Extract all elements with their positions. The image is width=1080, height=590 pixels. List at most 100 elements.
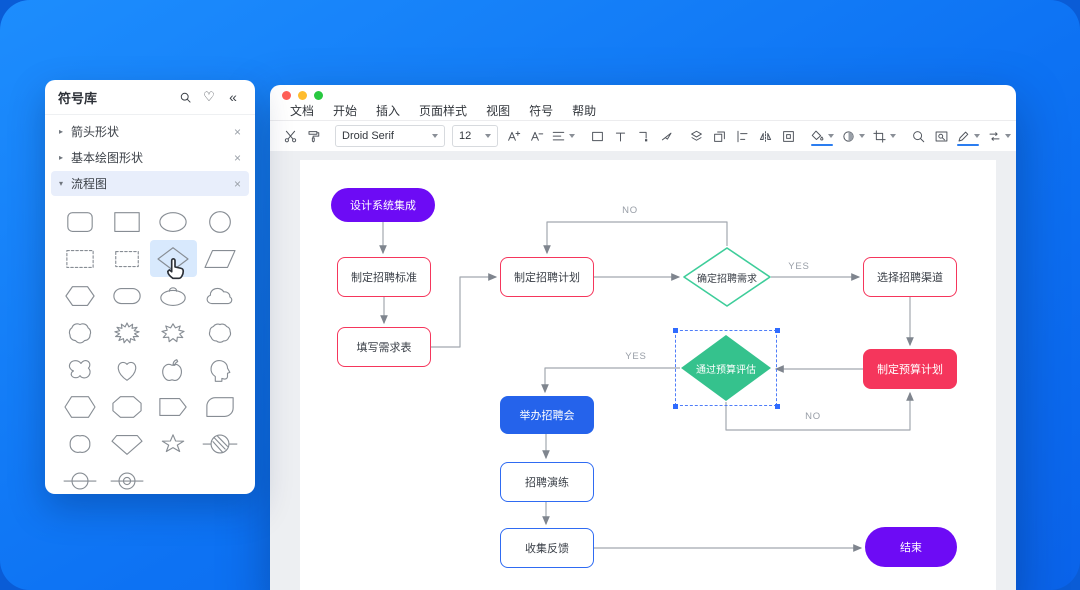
chevron-down-icon <box>1005 134 1011 138</box>
collapse-panel-icon[interactable]: « <box>229 89 237 105</box>
cut-icon[interactable] <box>282 125 298 147</box>
frame-icon[interactable] <box>780 125 796 147</box>
zoom-icon[interactable] <box>910 125 926 147</box>
crop-icon[interactable] <box>872 125 896 147</box>
font-size-select[interactable]: 12 <box>452 125 498 147</box>
menu-item-5[interactable]: 视图 <box>486 104 511 118</box>
chevron-right-icon: ▸ <box>59 153 64 162</box>
menu-item-7[interactable]: 帮助 <box>572 104 597 118</box>
close-icon[interactable]: × <box>233 176 241 191</box>
flow-node-drill[interactable]: 招聘演练 <box>500 462 594 502</box>
shape-rectangle[interactable] <box>104 203 151 240</box>
node-label: 确定招聘需求 <box>697 273 757 285</box>
fill-color-icon[interactable] <box>810 125 834 147</box>
favorite-icon[interactable]: ♡ <box>203 89 215 104</box>
shape-gem[interactable] <box>104 425 151 462</box>
shape-scalloped-circle[interactable] <box>197 314 244 351</box>
shape-starburst-16[interactable] <box>104 314 151 351</box>
format-painter-icon[interactable] <box>305 125 321 147</box>
pointer-tool-icon[interactable] <box>658 125 674 147</box>
resize-handle-sw[interactable] <box>673 404 678 409</box>
flow-node-fair[interactable]: 举办招聘会 <box>500 396 594 434</box>
shape-ellipse[interactable] <box>150 203 197 240</box>
font-increase-icon[interactable] <box>505 125 521 147</box>
flow-node-form[interactable]: 填写需求表 <box>337 327 431 367</box>
shape-rounded-rectangle[interactable] <box>57 203 104 240</box>
shape-starburst-8[interactable] <box>150 314 197 351</box>
shape-hexagon-2[interactable] <box>57 388 104 425</box>
edge-label: NO <box>622 205 638 216</box>
node-label: 制定预算计划 <box>877 364 943 376</box>
flow-edge[interactable] <box>431 273 498 348</box>
shape-dashed-rectangle-small[interactable] <box>104 240 151 277</box>
connector-style-icon[interactable] <box>987 125 1011 147</box>
node-label: 结束 <box>900 542 922 554</box>
shape-dashed-rectangle[interactable] <box>57 240 104 277</box>
shape-pentagon-arrow[interactable] <box>150 388 197 425</box>
shape-ginkgo-leaf[interactable] <box>57 351 104 388</box>
connector-tool-icon[interactable] <box>635 125 651 147</box>
flow-node-start[interactable]: 设计系统集成 <box>331 188 435 222</box>
search-icon[interactable] <box>176 88 194 106</box>
node-label: 举办招聘会 <box>519 410 575 422</box>
minimize-button[interactable] <box>298 91 307 100</box>
text-align-icon[interactable] <box>551 125 575 147</box>
shape-rounded-corner-rect[interactable] <box>197 388 244 425</box>
menu-item-1[interactable]: 文档 <box>290 104 315 118</box>
shape-star[interactable] <box>150 425 197 462</box>
shape-circle[interactable] <box>197 203 244 240</box>
menu-item-2[interactable]: 开始 <box>333 104 358 118</box>
flow-edge[interactable] <box>541 367 680 394</box>
menu-item-4[interactable]: 页面样式 <box>419 104 468 118</box>
shape-heart[interactable] <box>104 351 151 388</box>
flow-node-budget[interactable]: 制定预算计划 <box>863 349 957 389</box>
flip-icon[interactable] <box>757 125 773 147</box>
close-icon[interactable]: × <box>233 150 241 165</box>
layers-icon[interactable] <box>688 125 704 147</box>
shape-hexagon[interactable] <box>57 277 104 314</box>
zoom-button[interactable] <box>314 91 323 100</box>
shape-circle-connector[interactable] <box>57 462 104 499</box>
flow-node-standard[interactable]: 制定招聘标准 <box>337 257 431 297</box>
menu-item-6[interactable]: 符号 <box>529 104 554 118</box>
resize-handle-nw[interactable] <box>673 328 678 333</box>
resize-handle-ne[interactable] <box>775 328 780 333</box>
font-decrease-icon[interactable] <box>528 125 544 147</box>
shape-section-1[interactable]: ▸箭头形状× <box>51 119 249 144</box>
shape-section-2[interactable]: ▸基本绘图形状× <box>51 145 249 170</box>
flow-node-need[interactable]: 确定招聘需求 <box>683 247 771 307</box>
bring-to-front-icon[interactable] <box>711 125 727 147</box>
flow-node-plan[interactable]: 制定招聘计划 <box>500 257 594 297</box>
shape-cloud[interactable] <box>197 277 244 314</box>
shape-hatched-connector[interactable] <box>197 425 244 462</box>
flow-node-feedback[interactable]: 收集反馈 <box>500 528 594 568</box>
font-family-select[interactable]: Droid Serif <box>335 125 445 147</box>
flow-node-evaluate[interactable]: 通过预算评估 <box>680 334 772 402</box>
text-tool-icon[interactable] <box>612 125 628 147</box>
shape-head-profile[interactable] <box>197 351 244 388</box>
panel-title: 符号库 <box>58 90 98 106</box>
pen-color-icon[interactable] <box>956 125 980 147</box>
shape-double-circle-connector[interactable] <box>104 462 151 499</box>
shape-apple[interactable] <box>150 351 197 388</box>
shape-section-3[interactable]: ▾流程图× <box>51 171 249 196</box>
toolbar-group-2: Droid Serif 12 <box>335 125 575 147</box>
toolbar-group-6 <box>910 125 1016 147</box>
resize-handle-se[interactable] <box>775 404 780 409</box>
flow-node-channel[interactable]: 选择招聘渠道 <box>863 257 957 297</box>
shape-diamond[interactable] <box>150 240 197 280</box>
menu-item-3[interactable]: 插入 <box>376 104 401 118</box>
flow-node-end[interactable]: 结束 <box>865 527 957 567</box>
close-button[interactable] <box>282 91 291 100</box>
shape-parallelogram[interactable] <box>197 240 244 277</box>
shape-display-oval[interactable] <box>150 277 197 314</box>
shape-style-icon[interactable] <box>841 125 865 147</box>
close-icon[interactable]: × <box>233 124 241 139</box>
shape-rounded-oblong[interactable] <box>104 277 151 314</box>
shape-octagon[interactable] <box>104 388 151 425</box>
align-icon[interactable] <box>734 125 750 147</box>
shape-quatrefoil[interactable] <box>57 425 104 462</box>
shape-tool-icon[interactable] <box>589 125 605 147</box>
shape-cloud-scribble[interactable] <box>57 314 104 351</box>
preview-icon[interactable] <box>933 125 949 147</box>
